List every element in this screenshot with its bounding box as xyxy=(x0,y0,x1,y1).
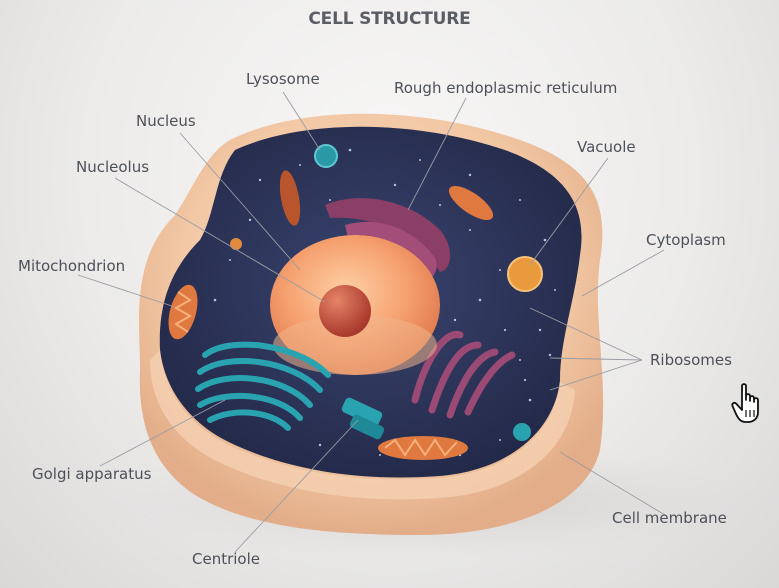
label-nucleus: Nucleus xyxy=(136,112,196,130)
label-nucleolus: Nucleolus xyxy=(76,158,150,176)
mitochondria-group xyxy=(168,170,494,460)
golgi-organelle xyxy=(195,341,331,431)
label-mitochondrion: Mitochondrion xyxy=(18,257,126,275)
label-centriole: Centriole xyxy=(192,550,260,568)
small-vesicle xyxy=(513,423,531,441)
label-rough-er: Rough endoplasmic reticulum xyxy=(394,79,618,97)
lysosome-organelle xyxy=(314,144,338,168)
nucleus-rim xyxy=(273,315,437,375)
rough-er-lower-organelle xyxy=(411,331,516,419)
label-cytoplasm: Cytoplasm xyxy=(646,231,726,249)
label-golgi: Golgi apparatus xyxy=(32,465,152,483)
page-title: CELL STRUCTURE xyxy=(308,9,471,29)
small-lysosome xyxy=(230,238,242,250)
nucleolus-organelle xyxy=(319,285,371,337)
label-lysosome: Lysosome xyxy=(246,70,320,88)
leader-lines xyxy=(77,91,666,553)
label-vacuole: Vacuole xyxy=(577,138,636,156)
label-ribosomes: Ribosomes xyxy=(650,351,732,369)
cell-membrane-rim xyxy=(150,350,575,500)
label-cell-membrane: Cell membrane xyxy=(612,509,727,527)
centriole-organelle xyxy=(341,397,385,440)
hand-pointer-icon xyxy=(731,383,759,423)
vacuole-organelle xyxy=(507,256,543,292)
